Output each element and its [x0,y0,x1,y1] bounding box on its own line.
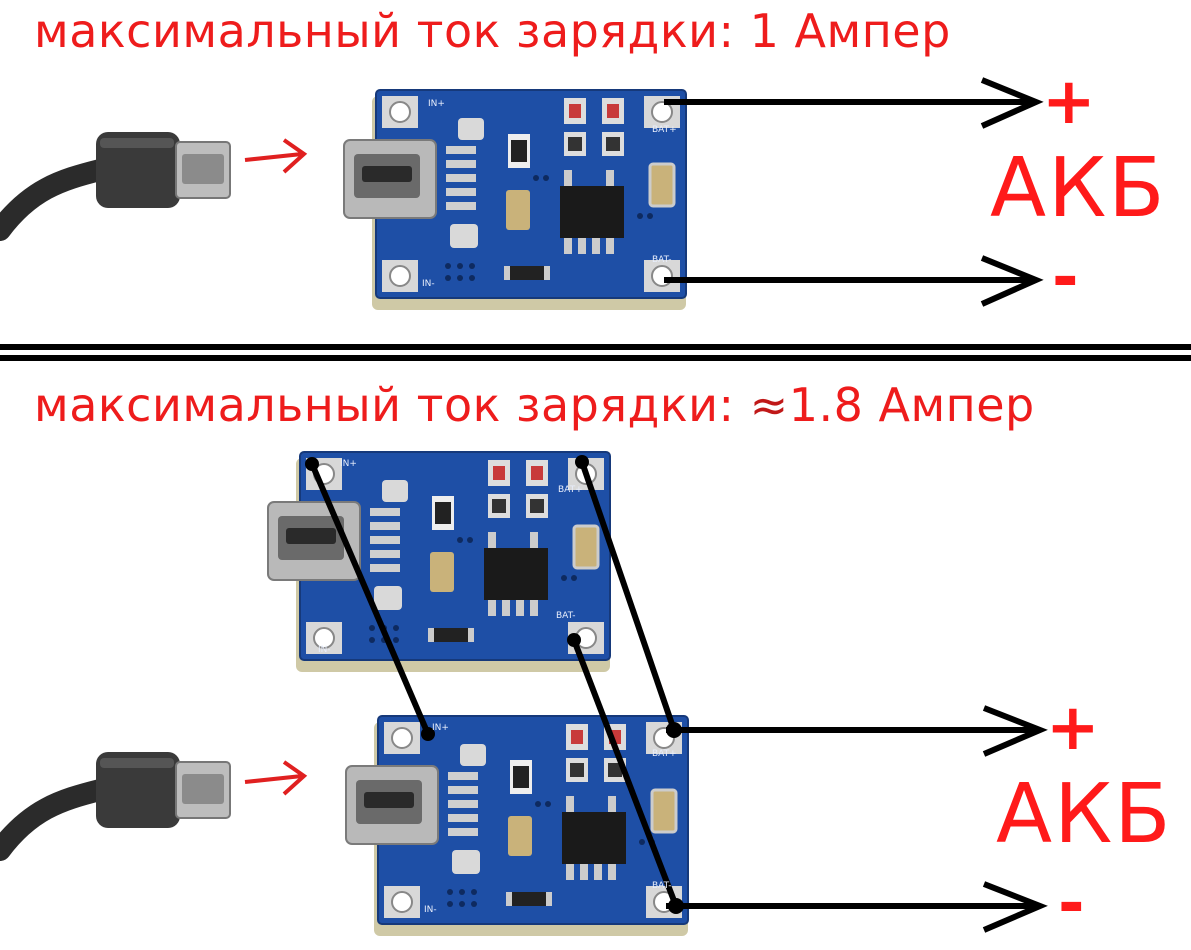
top-wire-minus [664,255,1044,307]
approx-symbol: ≈ [749,378,789,432]
lower-charger-board [344,714,690,938]
top-wire-plus [664,77,1044,129]
top-caption-prefix: максимальный ток зарядки: [34,4,750,58]
parallel-wire-bat-minus [567,633,679,908]
lower-board-bat-minus: BAT- [652,881,672,891]
bottom-cable [0,752,230,850]
section-divider-upper [0,344,1191,350]
upper-board-bat-minus: BAT- [556,611,576,621]
top-caption-value: 1 Ампер [749,4,951,58]
bottom-minus-sign: - [1058,867,1085,941]
lower-board-bat-plus: BAT+ [652,749,677,759]
top-akb-label: АКБ [990,141,1167,236]
bottom-caption-prefix: максимальный ток зарядки: [34,378,750,432]
top-board-bat-minus: BAT- [652,255,672,265]
upper-board-in-plus: IN+ [340,459,357,469]
top-cable [0,132,230,230]
lower-board-in-minus: IN- [424,905,437,915]
bottom-caption-value: 1.8 Ампер [788,378,1035,432]
bottom-caption: максимальный ток зарядки: ≈1.8 Ампер [34,378,1035,432]
top-plus-sign: + [1042,65,1096,139]
section-divider-lower [0,355,1191,361]
bottom-wire-minus [666,881,1048,933]
top-input-arrow [244,138,308,174]
lower-board-in-plus: IN+ [432,723,449,733]
top-board-in-plus: IN+ [428,99,445,109]
parallel-wire-in-plus [305,457,435,741]
parallel-wire-bat-plus [575,455,677,731]
bottom-akb-label: АКБ [996,767,1173,862]
upper-board-in-minus: IN- [318,645,331,655]
bottom-input-arrow [244,760,308,796]
bottom-wire-plus [666,705,1048,757]
top-board-in-minus: IN- [422,279,435,289]
bottom-plus-sign: + [1046,691,1100,765]
top-charger-board [342,88,688,312]
upper-board-bat-plus: BAT+ [558,485,583,495]
top-minus-sign: - [1052,241,1079,315]
top-caption: максимальный ток зарядки: 1 Ампер [34,4,951,58]
top-board-bat-plus: BAT+ [652,125,677,135]
